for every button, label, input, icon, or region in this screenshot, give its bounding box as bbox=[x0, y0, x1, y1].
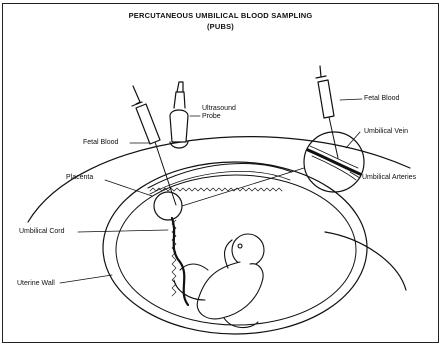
ultrasound-probe-icon bbox=[170, 82, 188, 148]
connector-line bbox=[182, 168, 304, 206]
fetal-blood-right-label: Fetal Blood bbox=[364, 95, 399, 103]
uterine-wall-label: Uterine Wall bbox=[17, 280, 55, 288]
cord-insertion-detail bbox=[154, 192, 182, 220]
placenta-label: Placenta bbox=[66, 174, 93, 182]
umbilical-vein-label: Umbilical Vein bbox=[364, 128, 408, 136]
umbilical-arteries-label: Umbilical Arteries bbox=[362, 174, 416, 182]
umbilical-cord-label: Umbilical Cord bbox=[19, 228, 65, 236]
placenta-villi bbox=[150, 188, 282, 191]
ultrasound-probe-label-line2: Probe bbox=[202, 113, 221, 121]
right-syringe-icon bbox=[316, 66, 338, 158]
fetus bbox=[174, 234, 264, 328]
fetal-blood-left-label: Fetal Blood bbox=[83, 139, 118, 147]
ultrasound-probe-label-line1: Ultrasound bbox=[202, 105, 236, 113]
